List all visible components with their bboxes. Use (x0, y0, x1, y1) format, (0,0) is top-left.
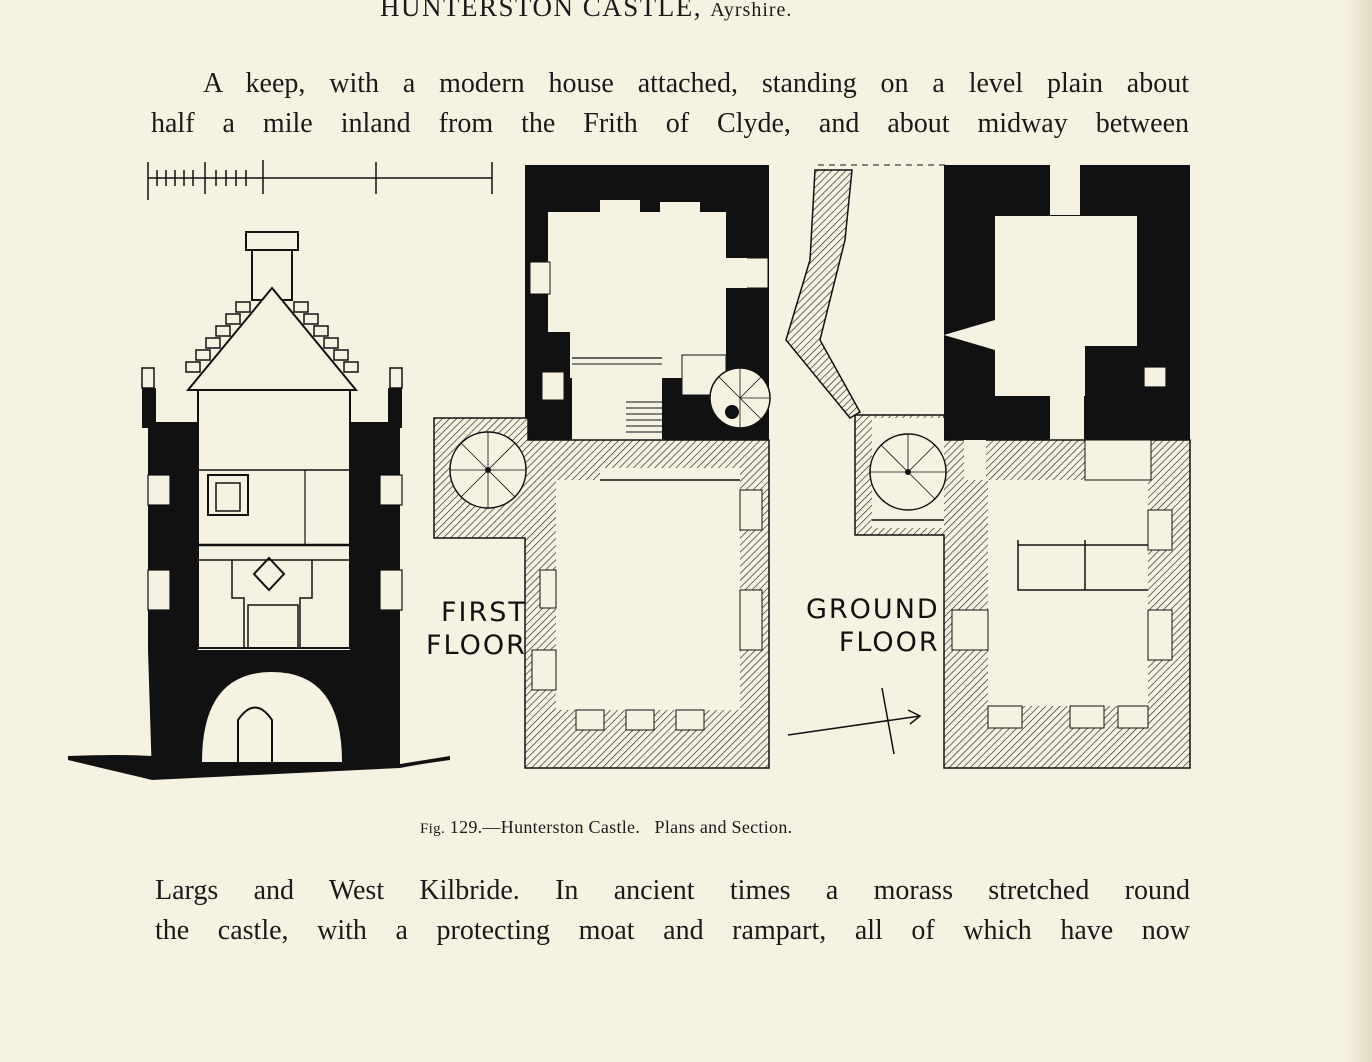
architectural-drawing (68, 160, 1191, 780)
ground-floor-plan (785, 164, 1191, 769)
first-floor-label: FIRST FLOOR (426, 596, 527, 662)
text-line: half a mile inland from the Frith of Cly… (151, 108, 1189, 139)
north-arrow-icon (787, 687, 922, 755)
ground-floor-label-line1: GROUND (806, 594, 940, 625)
figure-caption-prefix: Fig. (420, 821, 445, 837)
running-head: HUNTERSTON CASTLE, Ayrshire. (380, 0, 980, 23)
first-floor-label-line2: FLOOR (426, 630, 527, 661)
body-paragraph-top: A keep, with a modern house attached, st… (151, 64, 1189, 144)
text-line: Largs and West Kilbride. In ancient time… (155, 875, 1190, 906)
running-head-title: HUNTERSTON CASTLE, (380, 0, 703, 22)
page-edge-shadow (1344, 0, 1372, 1062)
scale-bar (147, 160, 493, 200)
running-head-county: Ayrshire. (710, 0, 793, 21)
figure-caption: Fig. 129.—Hunterston Castle. Plans and S… (420, 817, 940, 838)
first-floor-plan (433, 165, 771, 769)
first-floor-label-line1: FIRST (440, 597, 527, 628)
ground-floor-label-line2: FLOOR (838, 627, 940, 658)
figure-plans-and-section: FIRST FLOOR GROUND FLOOR (60, 150, 1210, 790)
text-line: the castle, with a protecting moat and r… (155, 915, 1190, 946)
castle-section-drawing (68, 231, 450, 780)
body-paragraph-bottom: Largs and West Kilbride. In ancient time… (155, 871, 1190, 951)
text-line: A keep, with a modern house attached, st… (203, 68, 1189, 99)
figure-caption-text: 129.—Hunterston Castle. Plans and Sectio… (444, 817, 793, 837)
ground-floor-label: GROUND FLOOR (806, 593, 940, 659)
